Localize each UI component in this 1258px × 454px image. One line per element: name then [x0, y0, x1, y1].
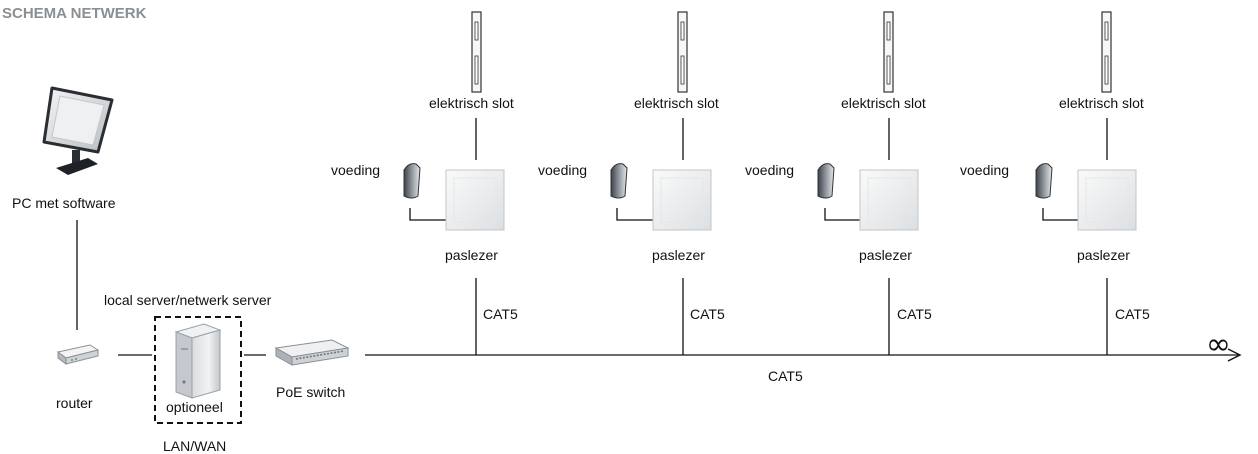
power-label: voeding	[538, 162, 587, 178]
cable-label: CAT5	[1115, 306, 1150, 322]
power-label: voeding	[331, 162, 380, 178]
power-label: voeding	[745, 162, 794, 178]
card-reader-icon	[652, 169, 712, 231]
electric-lock-icon	[883, 11, 894, 93]
optional-server-box	[154, 316, 242, 424]
lock-label: elektrisch slot	[429, 95, 514, 111]
cable-label: CAT5	[690, 306, 725, 322]
power-reader-link	[824, 208, 860, 221]
electric-lock-icon	[471, 11, 482, 93]
card-reader-icon	[859, 169, 919, 231]
power-reader-link	[1042, 208, 1078, 221]
reader-label: paslezer	[652, 247, 705, 263]
station-2: elektrisch slot voeding paslezer CAT5	[538, 11, 725, 355]
power-label: voeding	[960, 162, 1009, 178]
electric-lock-icon	[1101, 11, 1112, 93]
lanwan-label: LAN/WAN	[163, 438, 226, 454]
cable-label: CAT5	[483, 306, 518, 322]
station-3: elektrisch slot voeding paslezer CAT5	[745, 11, 932, 355]
power-reader-link	[409, 208, 446, 221]
card-reader-icon	[1077, 169, 1137, 231]
reader-label: paslezer	[445, 247, 498, 263]
diagram-title: SCHEMA NETWERK	[2, 5, 147, 22]
lock-label: elektrisch slot	[634, 95, 719, 111]
optional-label: optioneel	[166, 399, 223, 415]
power-supply-icon	[817, 163, 835, 199]
electric-lock-icon	[677, 11, 688, 93]
lock-label: elektrisch slot	[841, 95, 926, 111]
station-group: elektrisch slot voeding paslezer CAT5 el…	[331, 11, 1150, 355]
server-group-label: local server/netwerk server	[104, 292, 272, 308]
server-tower-icon	[174, 323, 222, 399]
station-4: elektrisch slot voeding paslezer CAT5	[960, 11, 1150, 355]
poe-switch-label: PoE switch	[276, 384, 345, 400]
card-reader-icon	[445, 169, 505, 231]
station-1: elektrisch slot voeding paslezer CAT5	[331, 11, 518, 355]
reader-label: paslezer	[1077, 247, 1130, 263]
power-supply-icon	[610, 163, 628, 199]
poe-switch-icon	[274, 339, 350, 366]
power-supply-icon	[1035, 163, 1053, 199]
cable-label: CAT5	[897, 306, 932, 322]
bus-arrowhead	[1227, 348, 1242, 362]
bus-cable-label: CAT5	[768, 368, 803, 384]
router-icon	[56, 344, 100, 365]
lock-label: elektrisch slot	[1059, 95, 1144, 111]
router-label: router	[56, 395, 93, 411]
reader-label: paslezer	[859, 247, 912, 263]
pc-monitor-icon	[42, 86, 114, 175]
pc-label: PC met software	[12, 195, 116, 211]
power-reader-link	[616, 208, 653, 221]
infinity-symbol: ∞	[1206, 327, 1231, 362]
power-supply-icon	[403, 163, 421, 199]
